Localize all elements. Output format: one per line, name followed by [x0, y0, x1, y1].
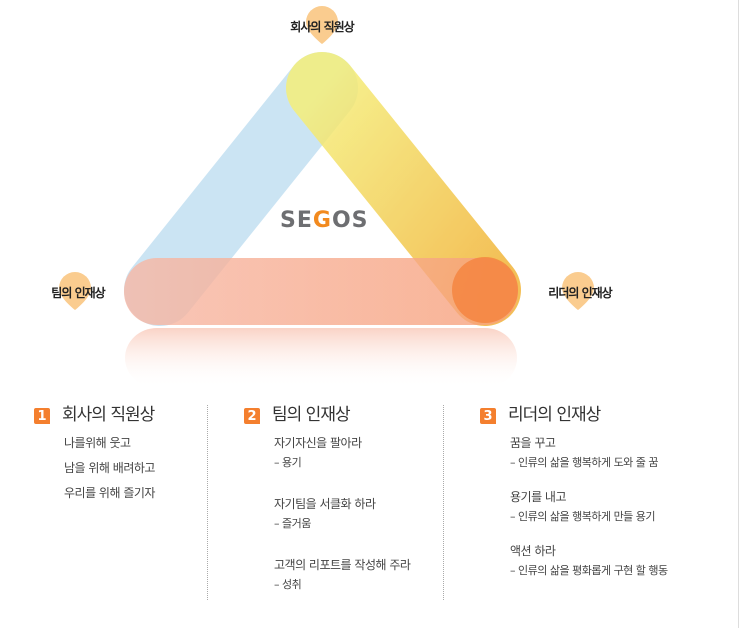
item-sub: – 용기 [274, 456, 302, 469]
list-item: 나를위해 웃고 [64, 436, 131, 450]
item-main: 꿈을 꾸고 [510, 436, 556, 450]
list-item: 자기자신을 팔아라 – 용기 [274, 435, 410, 471]
list-item: 용기를 내고 – 인류의 삶을 행복하게 만들 용기 [510, 489, 668, 525]
item-sub: – 성취 [274, 578, 302, 591]
yellow-bar [286, 52, 521, 326]
number-badge: 3 [480, 407, 496, 424]
list-item: 액션 하라 – 인류의 삶을 평화롭게 구현 할 행동 [510, 543, 668, 579]
item-main: 용기를 내고 [510, 490, 567, 504]
item-sub: – 인류의 삶을 행복하게 만들 용기 [510, 510, 656, 523]
item-main: 고객의 리포트를 작성해 주라 [274, 558, 411, 572]
red-bar [124, 258, 518, 325]
divider [443, 405, 444, 600]
column-leader: 3 리더의 인재상 꿈을 꾸고 – 인류의 삶을 행복하게 도와 줄 꿈 용기를 내… [480, 400, 668, 604]
logo-mark: G [312, 208, 332, 233]
logo-text: SE [280, 208, 313, 233]
page-border [738, 0, 739, 628]
divider [207, 405, 208, 600]
column-title: 팀의 인재상 [272, 405, 351, 425]
node-left-label: 팀의 인재상 [51, 286, 105, 300]
item-main: 자기팀을 서클화 하라 [274, 497, 376, 511]
pin-right-icon [562, 272, 594, 310]
item-sub: – 즐거움 [274, 517, 311, 530]
triangle-diagram [59, 6, 594, 388]
pin-left-icon [59, 272, 91, 310]
item-sub: – 인류의 삶을 행복하게 도와 줄 꿈 [510, 456, 659, 469]
blue-bar [124, 52, 358, 326]
column-title: 리더의 인재상 [508, 405, 601, 425]
list-item: 남을 위해 배려하고 [64, 461, 155, 475]
column-title: 회사의 직원상 [62, 405, 155, 425]
number-badge: 2 [244, 407, 260, 424]
logo-text: OS [331, 208, 369, 233]
node-top-label: 회사의 직원상 [290, 20, 354, 34]
item-main: 액션 하라 [510, 544, 556, 558]
number-badge: 1 [34, 407, 50, 424]
column-team: 2 팀의 인재상 자기자신을 팔아라 – 용기 자기팀을 서클화 하라 – 즐거움 고… [244, 400, 411, 618]
list-item: 꿈을 꾸고 – 인류의 삶을 행복하게 도와 줄 꿈 [510, 435, 668, 471]
node-right-label: 리더의 인재상 [548, 286, 612, 300]
list-item: 우리를 위해 즐기자 [64, 486, 155, 500]
segos-logo: SEGOS [280, 208, 368, 233]
list-item: 자기팀을 서클화 하라 – 즐거움 [274, 496, 410, 532]
column-company: 1 회사의 직원상 나를위해 웃고 남을 위해 배려하고 우리를 위해 즐기자 [34, 400, 155, 501]
list-item: 고객의 리포트를 작성해 주라 – 성취 [274, 557, 411, 593]
reflection [125, 328, 517, 388]
item-main: 자기자신을 팔아라 [274, 436, 362, 450]
item-sub: – 인류의 삶을 평화롭게 구현 할 행동 [510, 564, 668, 577]
right-corner [452, 257, 518, 323]
pin-top-icon [306, 6, 338, 44]
